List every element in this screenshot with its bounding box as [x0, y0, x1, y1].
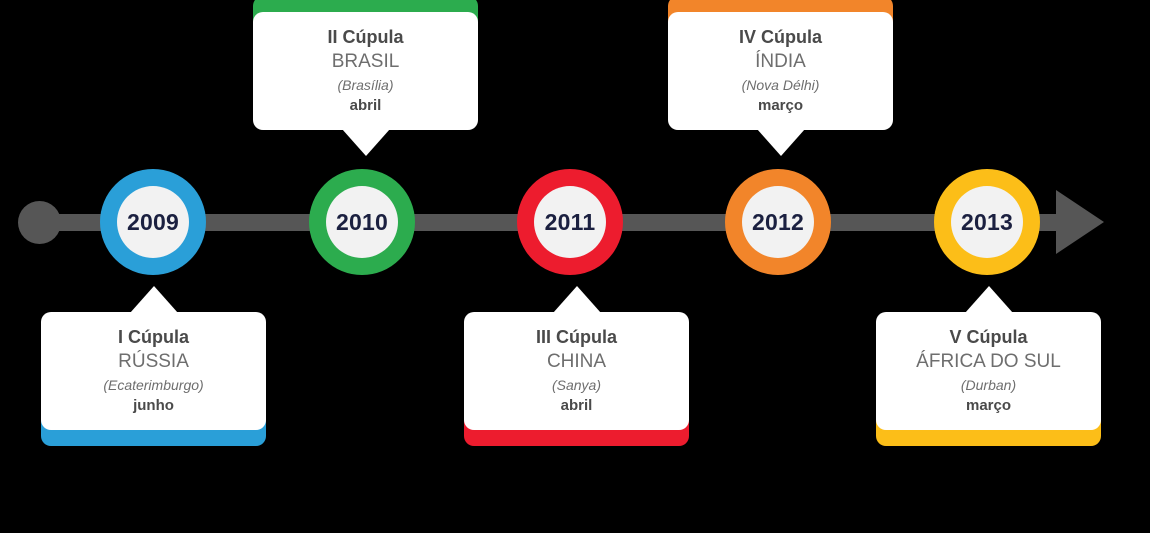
- card-month: abril: [560, 397, 593, 415]
- card-title: II Cúpula: [327, 27, 404, 47]
- card-city: (Sanya): [551, 376, 602, 393]
- card-month: junho: [133, 397, 174, 415]
- node-inner-disc: 2013: [951, 186, 1023, 258]
- event-card-2009[interactable]: I Cúpula RÚSSIA (Ecaterimburgo) junho: [41, 286, 266, 446]
- card-month: março: [965, 397, 1012, 415]
- timeline-arrow-icon: [1056, 190, 1104, 254]
- card-body: III Cúpula CHINA (Sanya) abril: [464, 286, 689, 430]
- card-month: abril: [349, 97, 382, 115]
- card-body: II Cúpula BRASIL (Brasília) abril: [253, 12, 478, 156]
- card-city: (Nova Délhi): [741, 76, 820, 93]
- timeline-start-dot-icon: [18, 201, 61, 244]
- node-inner-disc: 2009: [117, 186, 189, 258]
- card-pointer-icon: [341, 128, 390, 156]
- event-card-2012[interactable]: IV Cúpula ÍNDIA (Nova Délhi) março: [668, 0, 893, 156]
- card-city: (Brasília): [337, 76, 394, 93]
- card-title: III Cúpula: [536, 327, 617, 347]
- timeline-node-2012[interactable]: 2012: [725, 169, 831, 275]
- card-pointer-icon: [129, 286, 178, 313]
- card-title: IV Cúpula: [738, 27, 822, 47]
- card-title: I Cúpula: [118, 327, 189, 347]
- card-pointer-icon: [552, 286, 601, 313]
- node-year-label: 2013: [961, 208, 1013, 235]
- card-country: BRASIL: [331, 51, 400, 73]
- node-year-label: 2009: [127, 208, 179, 235]
- card-title: V Cúpula: [949, 327, 1028, 347]
- card-body: I Cúpula RÚSSIA (Ecaterimburgo) junho: [41, 286, 266, 430]
- event-card-2010[interactable]: II Cúpula BRASIL (Brasília) abril: [253, 0, 478, 156]
- node-year-label: 2010: [336, 208, 388, 235]
- card-country: ÍNDIA: [755, 51, 806, 73]
- node-inner-disc: 2010: [326, 186, 398, 258]
- event-card-2011[interactable]: III Cúpula CHINA (Sanya) abril: [464, 286, 689, 446]
- node-inner-disc: 2012: [742, 186, 814, 258]
- card-country: ÁFRICA DO SUL: [916, 351, 1061, 373]
- timeline-node-2010[interactable]: 2010: [309, 169, 415, 275]
- card-country: CHINA: [546, 351, 607, 373]
- card-city: (Durban): [960, 376, 1017, 393]
- timeline-node-2011[interactable]: 2011: [517, 169, 623, 275]
- node-year-label: 2012: [752, 208, 804, 235]
- card-month: março: [757, 97, 804, 115]
- card-pointer-icon: [964, 286, 1013, 313]
- card-country: RÚSSIA: [118, 351, 189, 373]
- card-pointer-icon: [756, 128, 805, 156]
- event-card-2013[interactable]: V Cúpula ÁFRICA DO SUL (Durban) março: [876, 286, 1101, 446]
- timeline-node-2009[interactable]: 2009: [100, 169, 206, 275]
- node-inner-disc: 2011: [534, 186, 606, 258]
- card-body: IV Cúpula ÍNDIA (Nova Délhi) março: [668, 12, 893, 156]
- node-year-label: 2011: [544, 208, 596, 235]
- timeline-node-2013[interactable]: 2013: [934, 169, 1040, 275]
- card-body: V Cúpula ÁFRICA DO SUL (Durban) março: [876, 286, 1101, 430]
- card-city: (Ecaterimburgo): [103, 376, 204, 393]
